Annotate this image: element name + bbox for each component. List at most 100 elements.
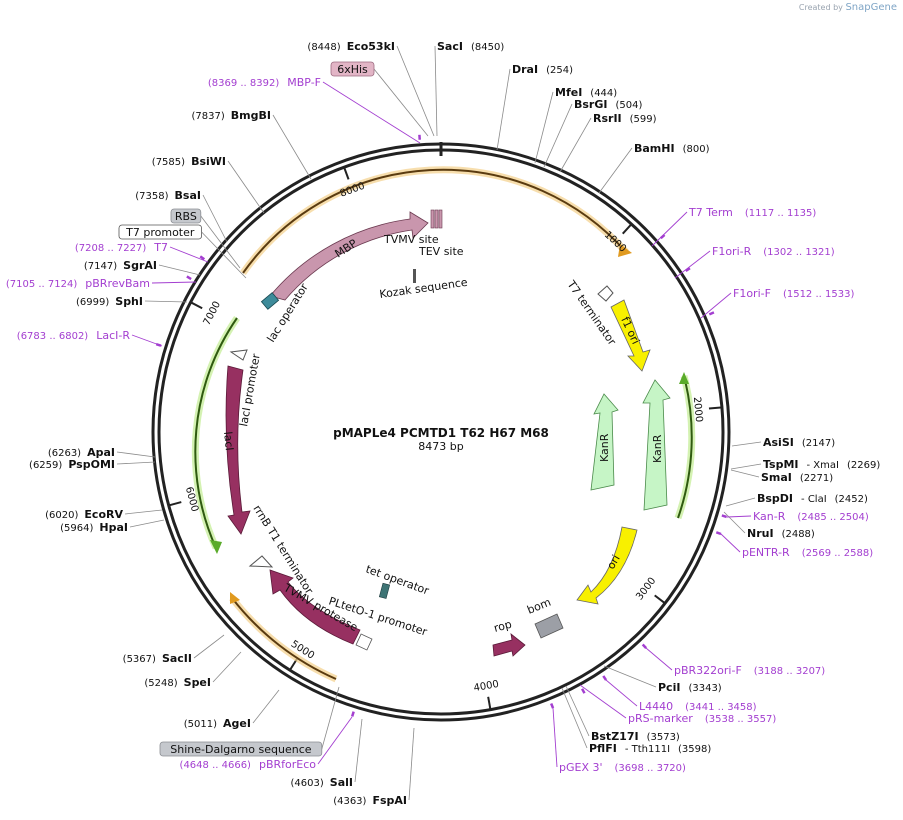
tick-label: 3000 [634, 576, 658, 603]
site-leader [434, 45, 438, 137]
tick-mark [654, 594, 665, 604]
site-label: SmaI(2271) [761, 471, 833, 484]
primer-kan-r: Kan-R(2485 .. 2504) [721, 510, 869, 523]
site-leader [565, 685, 590, 737]
rrnb-marker [248, 555, 274, 568]
primer-position: (1512 .. 1533) [783, 289, 855, 300]
site-name: SacII [162, 652, 192, 665]
site-leader [730, 469, 760, 478]
site-leader [725, 497, 756, 507]
primer-label: (7105 .. 7124)pBRrevBam [6, 277, 150, 290]
kozak-label: Kozak sequence [379, 276, 469, 301]
tvmv-site-marker [430, 209, 435, 229]
site-rsrii: RsrII(599) [593, 112, 657, 125]
site-name: BstZ17I [591, 730, 639, 743]
primer-name: pRS-marker [628, 712, 693, 725]
site-name: PciI [658, 681, 680, 694]
primer-name: MBP-F [287, 76, 321, 89]
site-position: (5248) [144, 678, 177, 689]
site-name: HpaI [99, 521, 128, 534]
site-name: BmgBI [231, 109, 271, 122]
site-name: BsrGI [574, 98, 607, 111]
primer-leader [322, 81, 421, 144]
site-leader [730, 463, 762, 470]
site-fspai: (4363)FspAI [333, 794, 407, 807]
site-drai: DraI(254) [512, 63, 573, 76]
site-position: (444) [590, 88, 617, 99]
site-name: BamHI [634, 142, 675, 155]
tick-label: 2000 [691, 396, 704, 422]
tag-label: T7 promoter [125, 226, 195, 239]
site-leader [496, 68, 511, 151]
plasmid-center-label: pMAPLe4 PCMTD1 T62 H67 M68 8473 bp [333, 426, 549, 453]
site-label: (6020)EcoRV [45, 508, 123, 521]
primer-pentr-r: pENTR-R (2569 .. 2588) [715, 531, 874, 559]
primer-mark [708, 311, 715, 316]
site-position: (3343) [688, 683, 721, 694]
site-leader [144, 300, 188, 303]
primer-prs-marker: pRS-marker(3538 .. 3557) [580, 688, 776, 725]
site-name: Eco53kI [347, 40, 395, 53]
site-label: TspMI- XmaI(2269) [763, 458, 880, 471]
site-leader [212, 651, 242, 683]
site-position: (800) [683, 144, 710, 155]
primer-label: (6783 .. 6802)LacI-R [17, 329, 131, 342]
site-position: (4603) [291, 778, 324, 789]
site-leader [561, 687, 588, 749]
site-label: (7147)SgrAI [84, 259, 157, 272]
primer-position: (2569 .. 2588) [802, 548, 874, 559]
primer-t7: (7208 .. 7227)T7 [75, 241, 206, 261]
his-tag-marker [438, 209, 443, 229]
site-leader [534, 91, 554, 164]
site-position-2: (3598) [678, 744, 711, 755]
site-position: - ClaI [801, 494, 827, 505]
mbp-orf-arc [242, 168, 627, 274]
primer-label: F1ori-F (1512 .. 1533) [733, 287, 854, 300]
primer-labels: (8369 .. 8392)MBP-FT7 Term(1117 .. 1135)… [6, 76, 873, 774]
site-label: (5248)SpeI [144, 676, 211, 689]
primer-laci-r: (6783 .. 6802)LacI-R [17, 329, 162, 347]
primer-leader [674, 250, 711, 279]
primer-mark [641, 643, 648, 650]
primer-mark [350, 711, 355, 717]
site-label: PflFI- Tth111I(3598) [589, 742, 711, 755]
primer-name: F1ori-F [733, 287, 771, 300]
bom-label: bom [525, 596, 553, 617]
mbp-feature [269, 211, 429, 301]
primer-mark [715, 531, 722, 536]
site-position: (8448) [307, 42, 340, 53]
site-position: (2488) [782, 529, 815, 540]
site-leader [252, 689, 280, 724]
tag-leader [321, 686, 340, 750]
created-by-credit: Created by SnapGene [799, 2, 897, 13]
leader-lines [116, 45, 762, 801]
laci-promoter-marker [229, 349, 248, 361]
site-name: BsiWI [191, 155, 226, 168]
site-name: SacI [437, 40, 463, 53]
site-name: SphI [115, 295, 143, 308]
tag-label: 6xHis [337, 63, 368, 76]
site-name: FspAI [372, 794, 407, 807]
tag-box [170, 208, 202, 224]
site-leader [559, 117, 592, 173]
lac-operator-marker [260, 292, 280, 310]
site-sphi: (6999)SphI [76, 295, 143, 308]
kanr-orf-arrowhead [679, 372, 689, 384]
site-leader [543, 103, 573, 168]
site-leader [116, 451, 156, 458]
tev-site-marker [434, 209, 439, 229]
site-position: (7147) [84, 261, 117, 272]
site-label: (8448) Eco53kI [307, 40, 395, 53]
site-bstz17i: BstZ17I(3573) [591, 730, 680, 743]
site-name: DraI [512, 63, 538, 76]
site-position-2: (2452) [835, 494, 868, 505]
site-label: RsrII(599) [593, 112, 657, 125]
primer-leader [726, 515, 752, 518]
tvmv-orf-arrowhead [230, 592, 240, 604]
site-position: (6259) [29, 460, 62, 471]
site-label: (5964)HpaI [60, 521, 128, 534]
site-eco53ki: (8448) Eco53kI [307, 40, 395, 53]
primer-name: pENTR-R [742, 546, 790, 559]
tick-label: 8000 [339, 181, 367, 200]
tag-box [330, 61, 375, 77]
